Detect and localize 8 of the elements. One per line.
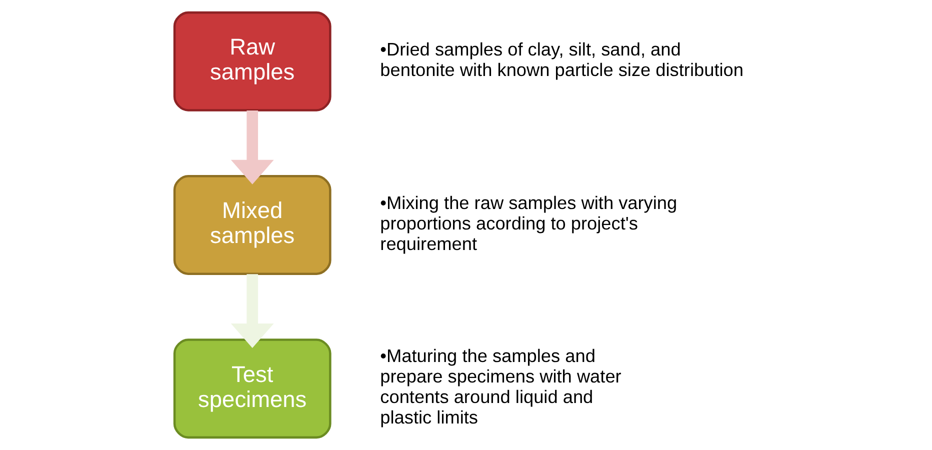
arrow xyxy=(230,274,274,348)
node-label: •Mixing the raw samples with varying proportions acording to project's requirement xyxy=(380,192,677,254)
node-box: Test specimens xyxy=(172,338,331,439)
node-box: Raw samples xyxy=(172,11,331,112)
node-label: •Maturing the samples and prepare specimens with water contents around liquid and plastic limits xyxy=(380,346,621,428)
arrow xyxy=(230,110,274,184)
node-box: Mixed samples xyxy=(172,175,331,275)
node-label: •Dried samples of clay, silt, sand, and bentonite with known particle size distribution xyxy=(380,40,743,80)
